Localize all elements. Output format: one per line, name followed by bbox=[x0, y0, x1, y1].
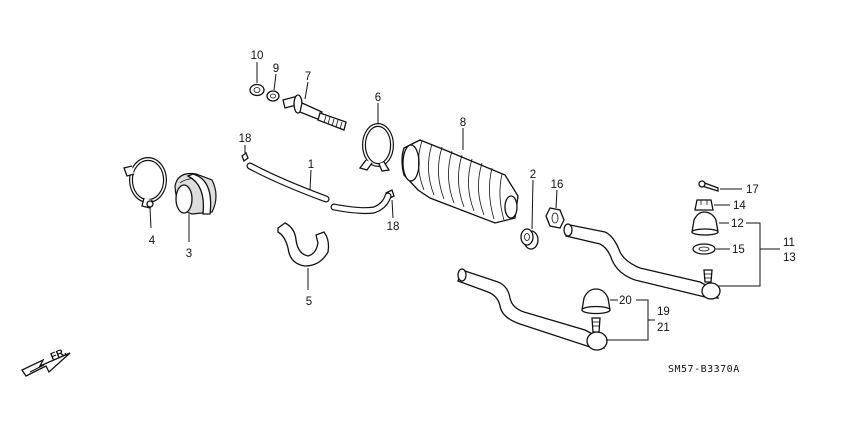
part-1-breather-tube bbox=[246, 162, 392, 215]
label-part-19: 19 bbox=[657, 306, 670, 318]
bracket-19-21 bbox=[606, 299, 655, 341]
part-11-tie-rod-end-upper bbox=[563, 223, 721, 300]
label-part-7: 7 bbox=[305, 71, 311, 83]
front-direction-arrow-icon bbox=[21, 352, 71, 377]
label-part-11: 11 bbox=[783, 237, 795, 249]
part-16-lock-nut bbox=[545, 207, 565, 229]
label-part-4: 4 bbox=[149, 235, 156, 247]
label-part-15: 15 bbox=[732, 244, 745, 256]
diagram-code: SM57-B3370A bbox=[668, 364, 740, 375]
label-part-21: 21 bbox=[657, 322, 670, 334]
part-5-bracket bbox=[277, 222, 330, 267]
front-direction-label: FR. bbox=[49, 346, 68, 362]
bracket-11-13 bbox=[718, 222, 780, 287]
label-part-5: 5 bbox=[306, 296, 312, 308]
label-part-18-lower: 18 bbox=[387, 221, 400, 233]
label-part-3: 3 bbox=[186, 248, 192, 260]
part-14-castle-nut bbox=[694, 199, 714, 211]
label-part-1: 1 bbox=[308, 159, 314, 171]
part-15-clip-ring bbox=[692, 243, 716, 255]
part-18-clip-upper bbox=[241, 151, 249, 163]
part-10-washer bbox=[249, 83, 265, 97]
label-part-8: 8 bbox=[460, 117, 466, 129]
part-2-nut bbox=[520, 228, 539, 250]
part-20-dust-boot bbox=[581, 288, 611, 315]
part-9-lock-washer bbox=[266, 90, 280, 102]
label-part-17: 17 bbox=[746, 184, 759, 196]
label-part-20: 20 bbox=[619, 295, 632, 307]
label-part-2: 2 bbox=[530, 169, 536, 181]
label-part-9: 9 bbox=[273, 63, 279, 75]
part-12-dust-boot bbox=[691, 211, 719, 236]
label-part-12: 12 bbox=[731, 218, 744, 230]
label-part-10: 10 bbox=[251, 50, 264, 62]
label-part-16: 16 bbox=[551, 179, 564, 191]
part-17-cotter-pin bbox=[698, 180, 719, 192]
part-7-inner-tie-rod bbox=[282, 94, 347, 131]
label-part-13: 13 bbox=[783, 252, 796, 264]
part-3-rubber-mount bbox=[174, 172, 217, 215]
part-6-boot-band bbox=[358, 123, 394, 172]
part-19-tie-rod-end-lower bbox=[457, 268, 608, 351]
part-8-steering-boot bbox=[401, 139, 519, 224]
part-4-band-clamp bbox=[123, 157, 167, 209]
label-part-6: 6 bbox=[375, 92, 381, 104]
label-part-14: 14 bbox=[733, 200, 746, 212]
label-part-18-upper: 18 bbox=[239, 133, 252, 145]
